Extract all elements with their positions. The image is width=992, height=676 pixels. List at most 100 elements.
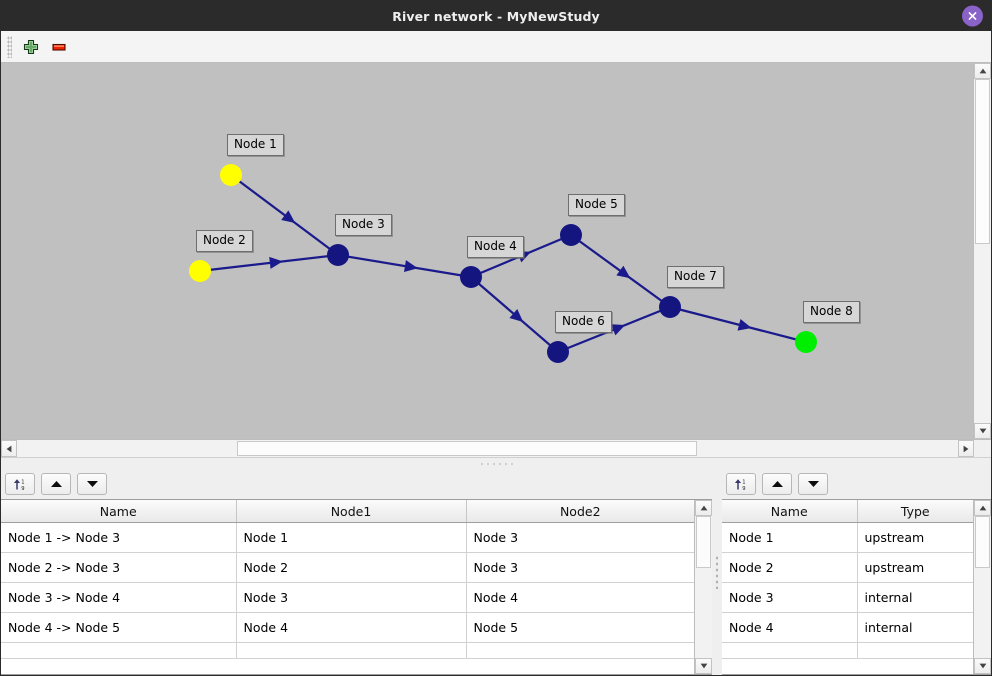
move-up-icon xyxy=(771,480,784,488)
graph-node[interactable] xyxy=(460,266,482,288)
delete-node-button[interactable] xyxy=(45,34,73,60)
vertical-splitter[interactable] xyxy=(712,469,722,675)
table-cell[interactable]: upstream xyxy=(857,552,973,583)
reaches-sort-button[interactable]: 1 9 xyxy=(5,473,35,495)
table-cell[interactable]: Node 4 xyxy=(466,582,694,613)
graph-node-label[interactable]: Node 3 xyxy=(335,214,392,236)
scroll-down-arrow-icon[interactable] xyxy=(695,658,712,674)
table-cell[interactable]: Node 1 -> Node 3 xyxy=(1,522,237,553)
graph-node[interactable] xyxy=(189,260,211,282)
graph-horizontal-scrollbar[interactable] xyxy=(1,439,991,457)
graph-hscroll-track[interactable] xyxy=(17,440,958,457)
table-row[interactable] xyxy=(722,642,973,659)
table-cell[interactable]: upstream xyxy=(857,522,973,553)
splitter-grip xyxy=(715,555,719,589)
network-canvas[interactable]: Node 1 Node 2 Node 3 Node 4 Node 5 Node 6 Node… xyxy=(1,63,973,439)
graph-node[interactable] xyxy=(547,341,569,363)
reaches-move-down-button[interactable] xyxy=(77,473,107,495)
table-cell[interactable]: Node 3 -> Node 4 xyxy=(1,582,237,613)
table-cell[interactable]: Node 3 xyxy=(466,552,694,583)
graph-node[interactable] xyxy=(795,331,817,353)
graph-vscroll-track[interactable] xyxy=(974,79,991,423)
table-cell[interactable]: Node 4 xyxy=(722,612,858,643)
nodes-move-up-button[interactable] xyxy=(762,473,792,495)
add-node-button[interactable] xyxy=(17,34,45,60)
column-header[interactable]: Node2 xyxy=(466,500,694,523)
sort-ascending-icon: 1 9 xyxy=(734,477,749,492)
close-icon[interactable] xyxy=(962,5,983,27)
graph-node[interactable] xyxy=(327,244,349,266)
graph-hscroll-thumb[interactable] xyxy=(237,441,697,456)
table-row[interactable] xyxy=(1,642,694,659)
scroll-up-arrow-icon[interactable] xyxy=(974,63,991,79)
column-header[interactable]: Name xyxy=(722,500,858,523)
graph-node[interactable] xyxy=(659,296,681,318)
graph-vertical-scrollbar[interactable] xyxy=(973,63,991,439)
reaches-vertical-scrollbar[interactable] xyxy=(694,500,712,674)
reaches-move-up-button[interactable] xyxy=(41,473,71,495)
table-cell[interactable] xyxy=(236,642,467,659)
graph-node-label[interactable]: Node 4 xyxy=(467,236,524,258)
scroll-up-arrow-icon[interactable] xyxy=(974,500,991,516)
svg-text:9: 9 xyxy=(21,486,24,492)
scroll-left-arrow-icon[interactable] xyxy=(1,440,17,457)
scroll-right-arrow-icon[interactable] xyxy=(958,440,974,457)
table-cell[interactable]: Node 3 xyxy=(722,582,858,613)
table-cell[interactable]: Node 5 xyxy=(466,612,694,643)
scroll-down-arrow-icon[interactable] xyxy=(974,423,991,439)
graph-node-label[interactable]: Node 2 xyxy=(196,230,253,252)
table-cell[interactable]: Node 1 xyxy=(722,522,858,553)
graph-vscroll-thumb[interactable] xyxy=(975,79,990,244)
scroll-down-arrow-icon[interactable] xyxy=(974,658,991,674)
table-cell[interactable]: Node 2 xyxy=(236,552,467,583)
column-header[interactable]: Node1 xyxy=(236,500,467,523)
scroll-up-arrow-icon[interactable] xyxy=(695,500,712,516)
table-cell[interactable] xyxy=(1,642,237,659)
table-cell[interactable]: internal xyxy=(857,582,973,613)
graph-node-label[interactable]: Node 1 xyxy=(227,134,284,156)
svg-text:9: 9 xyxy=(742,486,745,492)
toolbar-drag-handle[interactable] xyxy=(7,35,12,58)
main-toolbar xyxy=(1,31,991,63)
reaches-vscroll-track[interactable] xyxy=(695,516,712,658)
table-cell[interactable] xyxy=(466,642,694,659)
reaches-vscroll-thumb[interactable] xyxy=(696,516,711,568)
graph-node-label[interactable]: Node 7 xyxy=(667,266,724,288)
graph-node[interactable] xyxy=(560,224,582,246)
nodes-vertical-scrollbar[interactable] xyxy=(973,500,991,674)
table-cell[interactable] xyxy=(722,642,858,659)
nodes-sort-button[interactable]: 1 9 xyxy=(726,473,756,495)
table-cell[interactable]: Node 4 -> Node 5 xyxy=(1,612,237,643)
graph-node-label[interactable]: Node 5 xyxy=(568,194,625,216)
table-cell[interactable]: Node 4 xyxy=(236,612,467,643)
nodes-move-down-button[interactable] xyxy=(798,473,828,495)
horizontal-splitter[interactable] xyxy=(1,457,991,469)
graph-node[interactable] xyxy=(220,164,242,186)
table-cell[interactable]: Node 3 xyxy=(236,582,467,613)
network-graph-panel: Node 1 Node 2 Node 3 Node 4 Node 5 Node 6 Node… xyxy=(1,63,991,457)
table-cell[interactable]: internal xyxy=(857,612,973,643)
nodes-vscroll-track[interactable] xyxy=(974,516,991,658)
table-cell[interactable] xyxy=(857,642,973,659)
graph-node-label[interactable]: Node 8 xyxy=(803,301,860,323)
table-cell[interactable]: Node 3 xyxy=(466,522,694,553)
column-header[interactable]: Type xyxy=(857,500,973,523)
table-cell[interactable]: Node 2 -> Node 3 xyxy=(1,552,237,583)
table-cell[interactable]: Node 2 xyxy=(722,552,858,583)
nodes-vscroll-thumb[interactable] xyxy=(975,516,990,568)
sort-ascending-icon: 1 9 xyxy=(13,477,28,492)
table-cell[interactable]: Node 1 xyxy=(236,522,467,553)
graph-node-label[interactable]: Node 6 xyxy=(555,311,612,333)
column-header[interactable]: Name xyxy=(1,500,237,523)
